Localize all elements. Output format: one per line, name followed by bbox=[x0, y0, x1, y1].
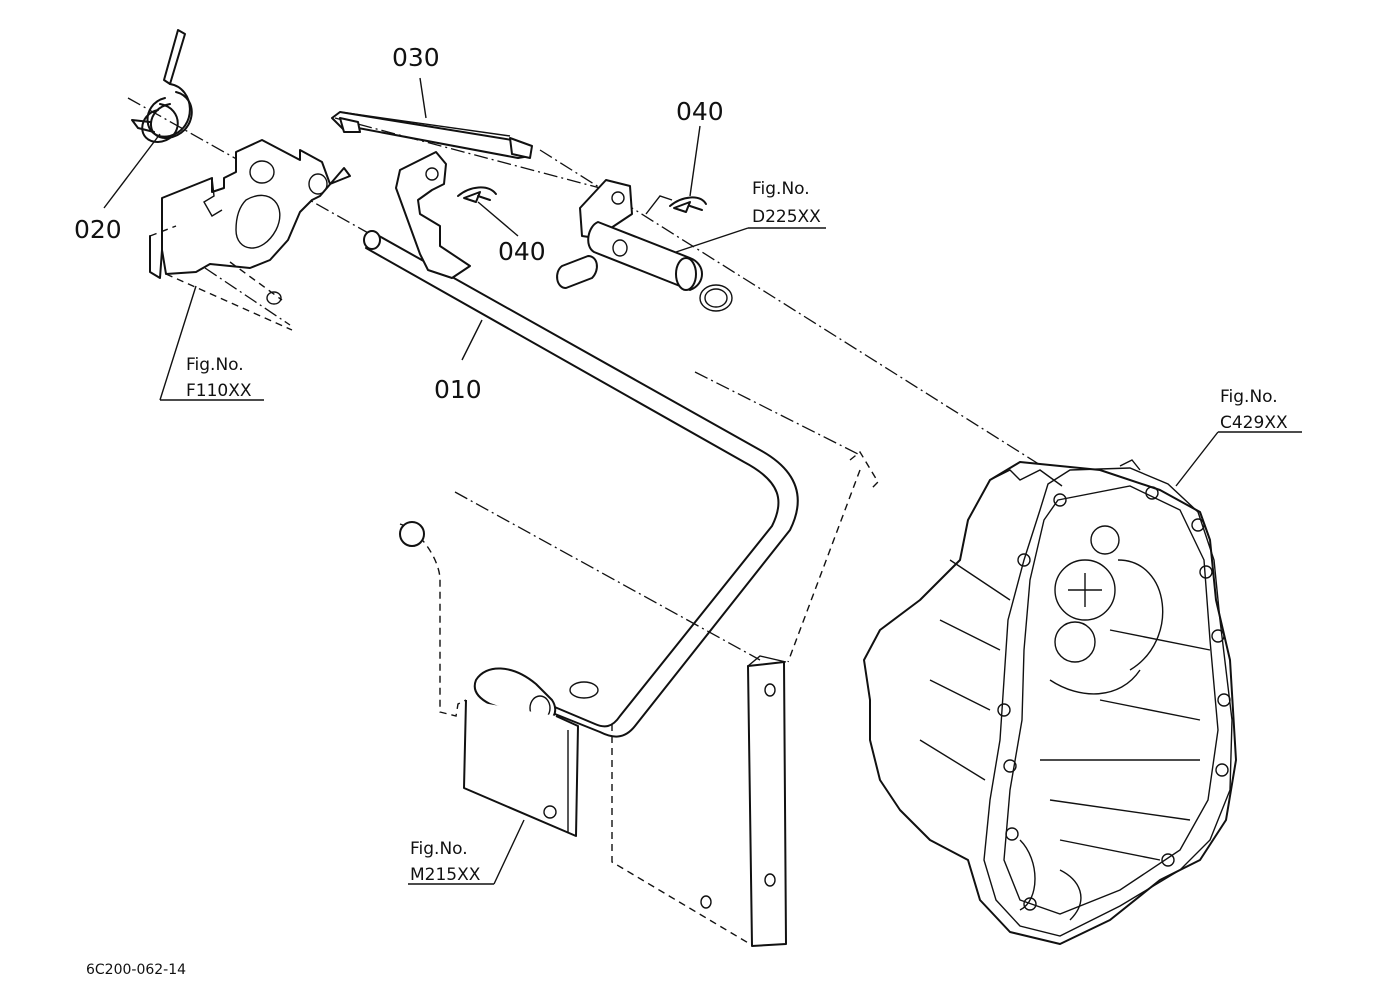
part-label-040-left: 040 bbox=[498, 237, 546, 266]
fig-ref-d225-number: D225XX bbox=[752, 207, 821, 227]
fig-ref-d225-caption: Fig.No. bbox=[752, 179, 810, 199]
transmission-housing-c429 bbox=[863, 459, 1237, 945]
fig-ref-c429-caption: Fig.No. bbox=[1220, 387, 1278, 407]
fig-ref-f110-caption: Fig.No. bbox=[186, 355, 244, 375]
part-label-040-right: 040 bbox=[676, 97, 724, 126]
part-number-labels: 030 040 020 040 010 bbox=[74, 43, 724, 404]
linkage-rod-030 bbox=[331, 111, 533, 159]
shift-lever-010 bbox=[363, 151, 799, 738]
fig-ref-f110-number: F110XX bbox=[186, 381, 252, 401]
pin-clip-040-left bbox=[457, 186, 497, 203]
torsion-spring-020 bbox=[131, 29, 193, 143]
upright-plate bbox=[611, 450, 879, 947]
fig-ref-m215-number: M215XX bbox=[410, 865, 481, 885]
fig-ref-c429-number: C429XX bbox=[1220, 413, 1288, 433]
part-label-010: 010 bbox=[434, 375, 482, 404]
document-code: 6C200-062-14 bbox=[86, 962, 186, 978]
leader-lines bbox=[103, 77, 1302, 885]
part-label-030: 030 bbox=[392, 43, 440, 72]
pin-clip-040-right bbox=[669, 196, 707, 213]
part-label-020: 020 bbox=[74, 215, 122, 244]
side-plate-m215 bbox=[399, 521, 599, 837]
mounting-bracket-f110 bbox=[149, 139, 351, 331]
fig-ref-m215-caption: Fig.No. bbox=[410, 839, 468, 859]
figure-reference-labels: Fig.No. D225XX Fig.No. F110XX Fig.No. C4… bbox=[186, 179, 1288, 885]
pivot-shaft-d225 bbox=[556, 179, 733, 312]
